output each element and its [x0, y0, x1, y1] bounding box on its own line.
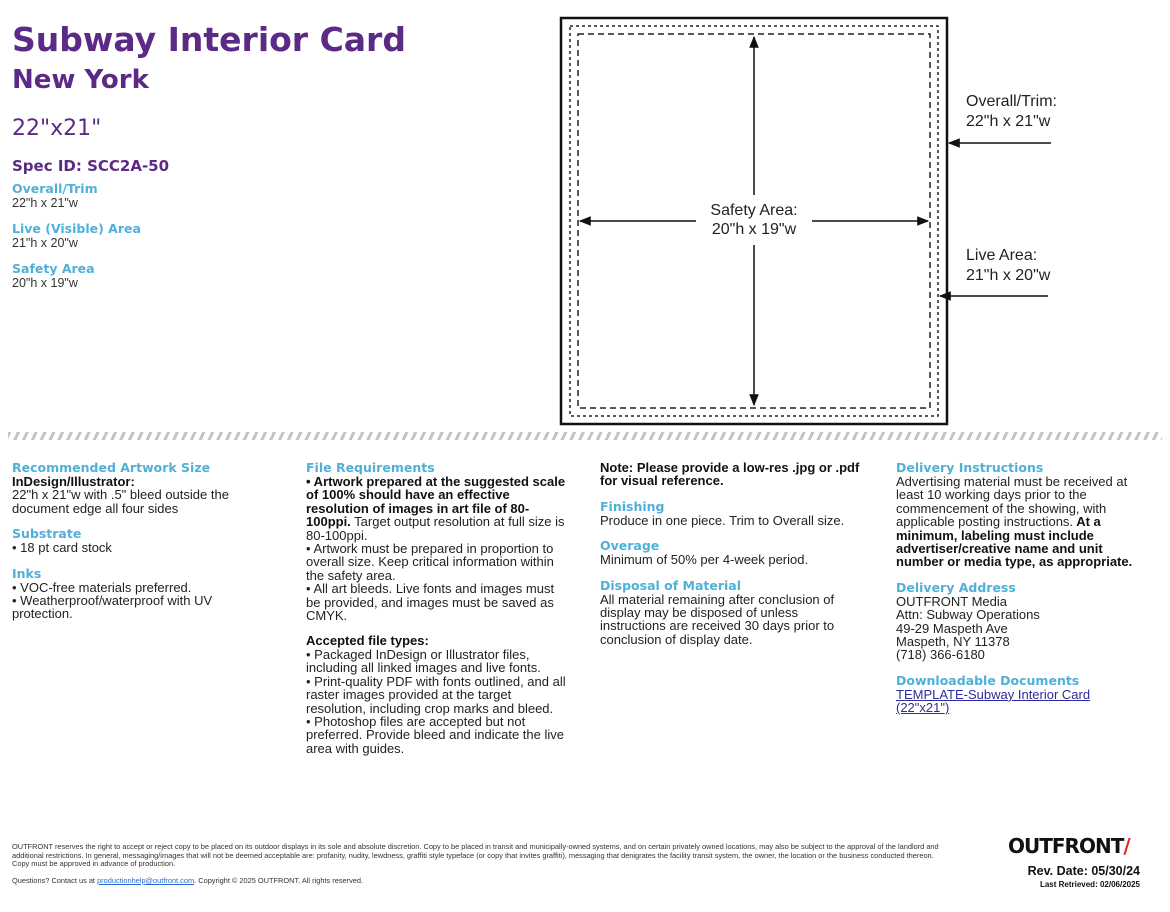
- section-disposal: Disposal of Material All material remain…: [600, 577, 862, 647]
- section-heading: Disposal of Material: [600, 577, 742, 593]
- logo-slash: /: [1123, 834, 1130, 858]
- file-requirement-bold: • Artwork prepared at the suggested scal…: [306, 474, 566, 530]
- section-file-requirements: File Requirements • Artwork prepared at …: [306, 460, 568, 624]
- file-requirement-item: • Artwork must be prepared in proportion…: [306, 541, 554, 583]
- section-heading: Downloadable Documents: [896, 672, 1080, 688]
- section-heading: Inks: [12, 565, 42, 581]
- artwork-size-text: 22"h x 21"w with .5" bleed outside the d…: [12, 487, 229, 516]
- dimension-value: 21"h x 20"w: [12, 236, 78, 250]
- accepted-types-heading: Accepted file types:: [306, 633, 429, 649]
- address-line: Maspeth, NY 11378: [896, 634, 1010, 650]
- contact-prefix: Questions? Contact us at: [12, 876, 95, 885]
- live-area-label: Live Area:: [966, 247, 1037, 264]
- section-downloads: Downloadable Documents TEMPLATE-Subway I…: [896, 672, 1152, 716]
- section-heading: Delivery Instructions: [896, 460, 1044, 475]
- section-inks: Inks • VOC-free materials preferred. • W…: [12, 565, 262, 622]
- section-delivery-instructions: Delivery Instructions Advertising materi…: [896, 461, 1152, 569]
- section-heading: Recommended Artwork Size: [12, 460, 211, 475]
- section-finishing: Finishing Produce in one piece. Trim to …: [600, 498, 862, 528]
- section-overage: Overage Minimum of 50% per 4-week period…: [600, 538, 862, 568]
- file-requirement-item: • All art bleeds. Live fonts and images …: [306, 581, 555, 624]
- dimension-value: 20"h x 19"w: [12, 276, 78, 290]
- contact-email-link[interactable]: productionhelp@outfront.com: [97, 876, 195, 885]
- column-delivery: Delivery Instructions Advertising materi…: [896, 461, 1152, 727]
- section-substrate: Substrate • 18 pt card stock: [12, 526, 262, 556]
- disposal-text: All material remaining after conclusion …: [600, 591, 835, 647]
- address-phone: (718) 366-6180: [896, 647, 985, 663]
- column-finishing: Note: Please provide a low-res .jpg or .…: [600, 461, 862, 658]
- contact-line: Questions? Contact us at productionhelp@…: [12, 876, 363, 885]
- section-accepted-types: Accepted file types: • Packaged InDesign…: [306, 634, 568, 755]
- trim-value: 22"h x 21"w: [966, 113, 1051, 130]
- delivery-instructions-text: Advertising material must be received at…: [896, 474, 1128, 530]
- market-subtitle: New York: [12, 65, 149, 95]
- copyright-text: . Copyright © 2025 OUTFRONT. All rights …: [194, 876, 364, 885]
- accepted-type-item: • Print-quality PDF with fonts outlined,…: [306, 673, 566, 716]
- legal-disclaimer: OUTFRONT reserves the right to accept or…: [12, 842, 939, 869]
- section-divider: [8, 432, 1162, 440]
- spec-id: Spec ID: SCC2A-50: [12, 157, 170, 175]
- inks-item: • VOC-free materials preferred.: [12, 579, 192, 595]
- dimension-value: 22"h x 21"w: [12, 196, 78, 210]
- overage-text: Minimum of 50% per 4-week period.: [600, 552, 809, 568]
- file-requirement-text: Target output resolution at full size is…: [306, 514, 565, 543]
- spec-diagram: Safety Area: 20"h x 19"w Overall/Trim: 2…: [559, 16, 1057, 426]
- dimension-label: Safety Area: [12, 261, 95, 276]
- safety-area-value: 20"h x 19"w: [712, 221, 797, 238]
- delivery-labeling-bold: At a minimum, labeling must include adve…: [896, 514, 1133, 570]
- trim-outline: [559, 16, 949, 426]
- finishing-text: Produce in one piece. Trim to Overall si…: [600, 512, 845, 528]
- accepted-type-item: • Photoshop files are accepted but not p…: [306, 713, 564, 756]
- template-download-link[interactable]: TEMPLATE-Subway Interior Card (22"x21"): [896, 686, 1091, 716]
- dimension-label: Live (Visible) Area: [12, 221, 141, 236]
- substrate-text: • 18 pt card stock: [12, 540, 112, 556]
- section-heading: Overage: [600, 538, 660, 554]
- visual-reference-note: Note: Please provide a low-res .jpg or .…: [600, 460, 860, 489]
- safety-area-label: Safety Area:: [710, 202, 797, 219]
- dimension-live: Live (Visible) Area 21"h x 20"w: [12, 221, 312, 251]
- section-heading: Finishing: [600, 498, 665, 514]
- section-artwork-size: Recommended Artwork Size InDesign/Illust…: [12, 461, 262, 515]
- trim-label: Overall/Trim:: [966, 93, 1057, 110]
- dimension-overall: Overall/Trim 22"h x 21"w: [12, 181, 312, 211]
- live-outline: [569, 25, 939, 417]
- section-delivery-address: Delivery Address OUTFRONT Media Attn: Su…: [896, 579, 1152, 663]
- address-line: Attn: Subway Operations: [896, 607, 1040, 623]
- section-heading: Substrate: [12, 526, 82, 542]
- size-heading: 22"x21": [12, 116, 102, 141]
- outfront-logo: OUTFRONT/: [1008, 834, 1131, 858]
- revision-date: Rev. Date: 05/30/24: [1027, 864, 1140, 878]
- software-label: InDesign/Illustrator:: [12, 474, 135, 489]
- dimension-safety: Safety Area 20"h x 19"w: [12, 261, 312, 291]
- page-title: Subway Interior Card: [12, 20, 406, 59]
- live-area-value: 21"h x 20"w: [966, 267, 1051, 284]
- dimension-label: Overall/Trim: [12, 181, 98, 196]
- section-heading: Delivery Address: [896, 579, 1016, 595]
- column-artwork: Recommended Artwork Size InDesign/Illust…: [12, 461, 262, 633]
- address-line: OUTFRONT Media: [896, 593, 1007, 609]
- safety-outline: [577, 33, 931, 409]
- section-heading: File Requirements: [306, 460, 435, 475]
- inks-item: • Weatherproof/waterproof with UV protec…: [12, 593, 213, 622]
- last-retrieved-date: Last Retrieved: 02/06/2025: [1039, 880, 1140, 889]
- address-line: 49-29 Maspeth Ave: [896, 620, 1008, 636]
- delivery-text: Advertising material must be received at…: [896, 475, 1152, 569]
- dimensions-list: Overall/Trim 22"h x 21"w Live (Visible) …: [12, 182, 312, 302]
- logo-wordmark: OUTFRONT: [1008, 834, 1124, 858]
- column-file-requirements: File Requirements • Artwork prepared at …: [306, 461, 568, 767]
- file-requirement-item: • Artwork prepared at the suggested scal…: [306, 475, 568, 542]
- accepted-type-item: • Packaged InDesign or Illustrator files…: [306, 646, 541, 676]
